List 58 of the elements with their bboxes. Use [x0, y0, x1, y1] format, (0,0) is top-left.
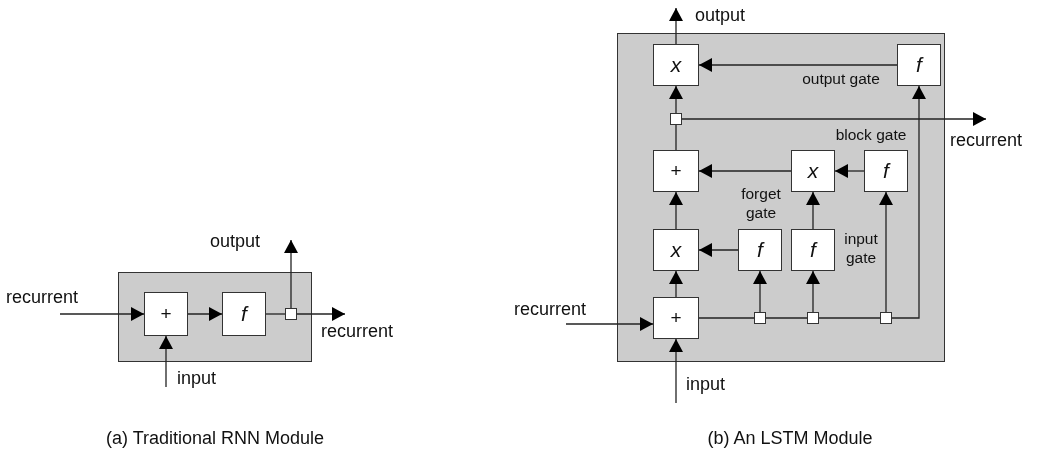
junction-square	[670, 113, 682, 125]
arrow	[753, 270, 767, 313]
arrow	[59, 307, 145, 321]
signal-label: recurrent	[950, 119, 1050, 153]
junction-square	[285, 308, 297, 320]
operation-box: x	[791, 150, 835, 192]
connector-line	[698, 317, 755, 319]
operation-box: f	[897, 44, 941, 86]
junction-square	[880, 312, 892, 324]
arrow	[681, 112, 987, 126]
signal-label: recurrent	[514, 298, 610, 324]
arrow	[698, 58, 898, 72]
gate-label: forget gate	[740, 184, 782, 222]
arrow	[669, 270, 683, 298]
module-panel	[617, 33, 945, 362]
arrow	[891, 85, 926, 319]
arrow	[159, 335, 173, 388]
figure-caption: (b) An LSTM Module	[706, 428, 874, 449]
signal-label: recurrent	[321, 314, 417, 344]
connector-line	[265, 313, 286, 315]
arrow	[669, 85, 683, 114]
gate-label: block gate	[834, 125, 908, 144]
operation-box: f	[864, 150, 908, 192]
gate-label: input gate	[843, 229, 879, 267]
arrow	[669, 7, 683, 45]
operation-box: f	[791, 229, 835, 271]
operation-box: +	[653, 297, 699, 339]
operation-box: f	[222, 292, 266, 336]
junction-square	[754, 312, 766, 324]
operation-box: x	[653, 44, 699, 86]
arrow	[698, 243, 739, 257]
arrow	[879, 191, 893, 313]
figure-caption: (a) Traditional RNN Module	[104, 428, 326, 449]
signal-label: output	[676, 4, 762, 32]
arrow	[565, 317, 654, 331]
connector-line	[675, 124, 677, 151]
operation-box: x	[653, 229, 699, 271]
connector-line	[818, 317, 881, 319]
gate-label: output gate	[801, 69, 881, 88]
arrow	[669, 338, 683, 404]
arrow	[834, 164, 865, 178]
arrow	[296, 307, 346, 321]
signal-label: input	[166, 367, 228, 393]
operation-box: +	[144, 292, 188, 336]
arrow	[669, 191, 683, 230]
arrow	[187, 307, 223, 321]
arrow	[806, 191, 820, 230]
arrow	[698, 164, 792, 178]
module-panel	[118, 272, 312, 362]
operation-box: +	[653, 150, 699, 192]
signal-label: recurrent	[6, 286, 102, 314]
connector-line	[765, 317, 808, 319]
signal-label: output	[210, 230, 291, 254]
signal-label: input	[676, 373, 740, 403]
arrow	[806, 270, 820, 313]
junction-square	[807, 312, 819, 324]
operation-box: f	[738, 229, 782, 271]
arrow	[284, 239, 298, 309]
